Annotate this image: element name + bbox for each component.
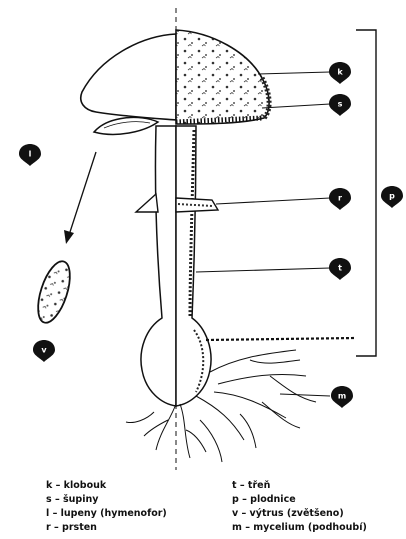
cap-right-half bbox=[176, 30, 269, 124]
legend-item-r: r – prsten bbox=[46, 522, 167, 534]
callout-k-label: k bbox=[337, 68, 343, 77]
legend-right-column: t – třeň p – plodnice v – výtrus (zvětše… bbox=[232, 480, 367, 534]
legend-item-s: s – šupiny bbox=[46, 494, 167, 506]
legend: k – klobouk s – šupiny l – lupeny (hymen… bbox=[0, 480, 406, 536]
ground-line bbox=[206, 338, 356, 340]
callout-v-label: v bbox=[41, 346, 47, 355]
callout-p-label: p bbox=[389, 192, 395, 201]
callout-l: l bbox=[19, 144, 41, 166]
arrow-head bbox=[64, 230, 74, 244]
gill-to-spore-arrow bbox=[70, 152, 96, 232]
legend-left-column: k – klobouk s – šupiny l – lupeny (hymen… bbox=[46, 480, 167, 534]
callout-r: r bbox=[329, 188, 351, 210]
gill-piece bbox=[94, 117, 158, 134]
callout-s: s bbox=[329, 94, 351, 116]
callout-t: t bbox=[329, 258, 351, 280]
callout-p: p bbox=[381, 186, 403, 208]
callout-k: k bbox=[329, 62, 351, 84]
callout-t-label: t bbox=[338, 264, 342, 273]
callout-r-label: r bbox=[338, 194, 342, 203]
legend-item-l: l – lupeny (hymenofor) bbox=[46, 508, 167, 520]
legend-item-m: m – mycelium (podhoubí) bbox=[232, 522, 367, 534]
legend-item-t: t – třeň bbox=[232, 480, 367, 492]
callout-s-label: s bbox=[338, 100, 343, 109]
callout-m: m bbox=[331, 386, 353, 408]
cap-left-half bbox=[81, 34, 176, 120]
stem-left-half bbox=[141, 126, 176, 406]
fruiting-body-bracket bbox=[356, 30, 376, 356]
spore bbox=[32, 258, 77, 327]
legend-item-p: p – plodnice bbox=[232, 494, 367, 506]
callout-m-label: m bbox=[338, 392, 346, 401]
callout-l-label: l bbox=[29, 150, 32, 159]
callout-v: v bbox=[33, 340, 55, 362]
ring-left bbox=[136, 194, 158, 212]
legend-item-v: v – výtrus (zvětšeno) bbox=[232, 508, 367, 520]
legend-item-k: k – klobouk bbox=[46, 480, 167, 492]
